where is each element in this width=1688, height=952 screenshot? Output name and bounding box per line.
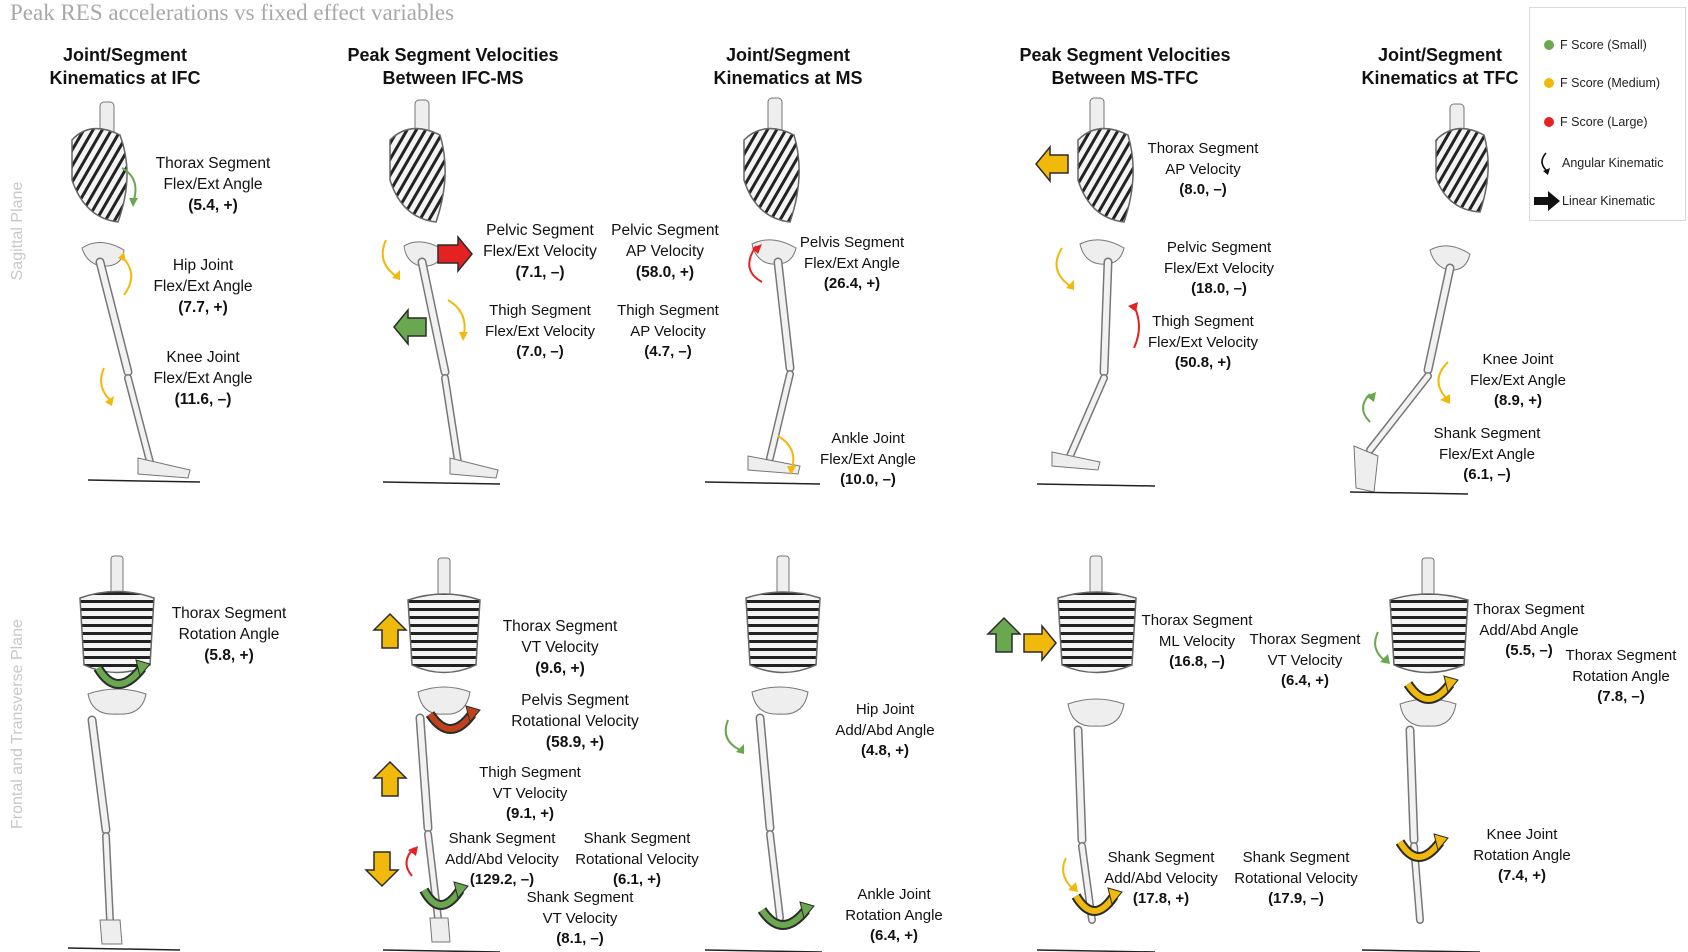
legend-large: F Score (Large)	[1530, 111, 1685, 135]
legend-angular: Angular Kinematic	[1530, 152, 1685, 176]
block-arrow-icon	[1532, 189, 1562, 213]
skeleton-frontal-tfc	[1362, 558, 1480, 952]
skeleton-sagittal-ifc-ms	[383, 100, 500, 484]
legend: F Score (Small) F Score (Medium) F Score…	[1529, 7, 1686, 221]
green-dot-icon	[1544, 40, 1554, 50]
red-dot-icon	[1544, 117, 1554, 127]
legend-small: F Score (Small)	[1530, 34, 1685, 58]
legend-medium: F Score (Medium)	[1530, 72, 1685, 96]
legend-linear: Linear Kinematic	[1530, 190, 1685, 214]
curved-arrow-icon	[1536, 150, 1558, 176]
yellow-dot-icon	[1544, 78, 1554, 88]
skeleton-frontal-ms	[705, 556, 822, 952]
skeleton-frontal-ifc-ms	[383, 558, 500, 952]
